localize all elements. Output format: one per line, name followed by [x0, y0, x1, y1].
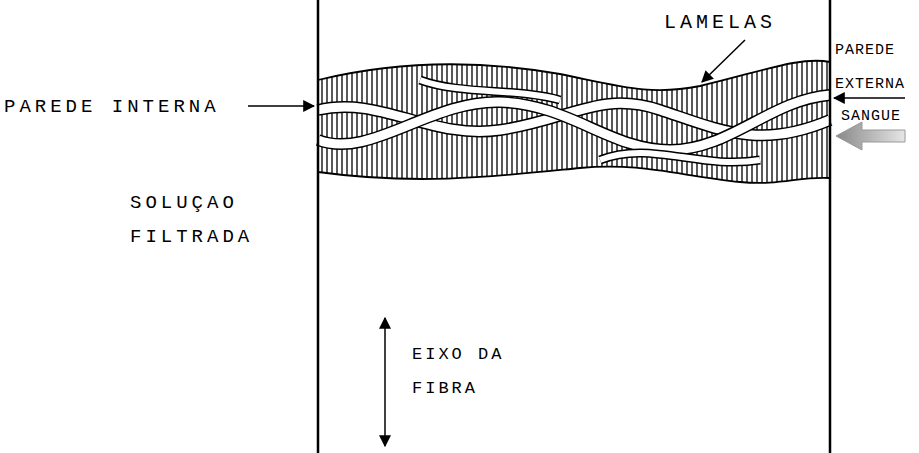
part-label: SOLUÇAO FILTRADA — [130, 186, 290, 254]
outer-wall — [829, 0, 832, 453]
leader-arrow — [834, 97, 905, 99]
leader-line — [702, 40, 745, 82]
lamella-gaps — [318, 80, 830, 162]
lamellae-band — [318, 61, 830, 183]
axis-arrow — [384, 318, 386, 446]
axis-label: EIXO DA FIBRA — [412, 338, 552, 406]
blood-flow-arrow — [836, 122, 905, 150]
part-label: SANGUE — [841, 100, 917, 134]
part-label: PAREDE INTERNA — [4, 90, 254, 124]
inner-wall — [317, 0, 320, 453]
leader-arrow — [248, 105, 314, 107]
part-label: LAMELAS — [664, 6, 824, 40]
part-label: PAREDE EXTERNA — [835, 34, 917, 102]
